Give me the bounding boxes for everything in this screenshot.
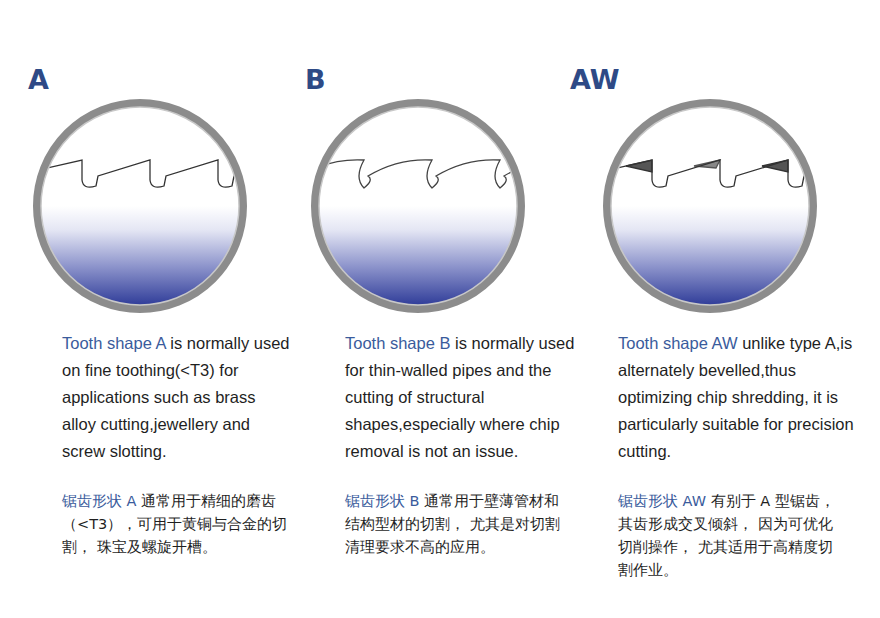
description-zh: 锯齿形状 B 通常用于壁薄管材和结构型材的切割， 尤其是对切割清理要求不高的应用… <box>345 490 560 559</box>
shape-name-zh: 锯齿形状 A <box>62 493 137 509</box>
description-zh: 锯齿形状 AW 有别于 A 型锯齿， 其齿形成交叉倾斜， 因为可优化切削操作， … <box>618 490 846 582</box>
circle-aw <box>600 103 872 309</box>
description-en: Tooth shape B is normally used for thin-… <box>345 330 577 465</box>
saw-tooth <box>600 160 872 187</box>
description-en: Tooth shape AW unlike type A,is alternat… <box>618 330 858 465</box>
shape-name-zh: 锯齿形状 AW <box>618 493 706 509</box>
panel-letter: A <box>28 64 49 95</box>
saw-tooth <box>300 160 574 188</box>
description-en: Tooth shape A is normally used on fine t… <box>62 330 294 465</box>
panel-letter: AW <box>570 64 619 95</box>
description-text: is normally used on fine toothing(<T3) f… <box>62 334 290 460</box>
saw-tooth <box>626 160 652 172</box>
shape-name: Tooth shape A <box>62 334 166 352</box>
circle-b <box>300 103 574 309</box>
description-text: unlike type A,is alternately bevelled,th… <box>618 334 854 460</box>
panel-letter: B <box>305 64 326 95</box>
saw-tooth <box>30 160 302 187</box>
circle-a <box>30 103 302 309</box>
description-zh: 锯齿形状 A 通常用于精细的磨齿 （<T3），可用于黄铜与合金的切割， 珠宝及螺… <box>62 490 292 559</box>
shape-name: Tooth shape B <box>345 334 451 352</box>
saw-tooth <box>830 160 856 168</box>
shape-name-zh: 锯齿形状 B <box>345 493 420 509</box>
shape-name: Tooth shape AW <box>618 334 738 352</box>
description-text: is normally used for thin-walled pipes a… <box>345 334 574 460</box>
